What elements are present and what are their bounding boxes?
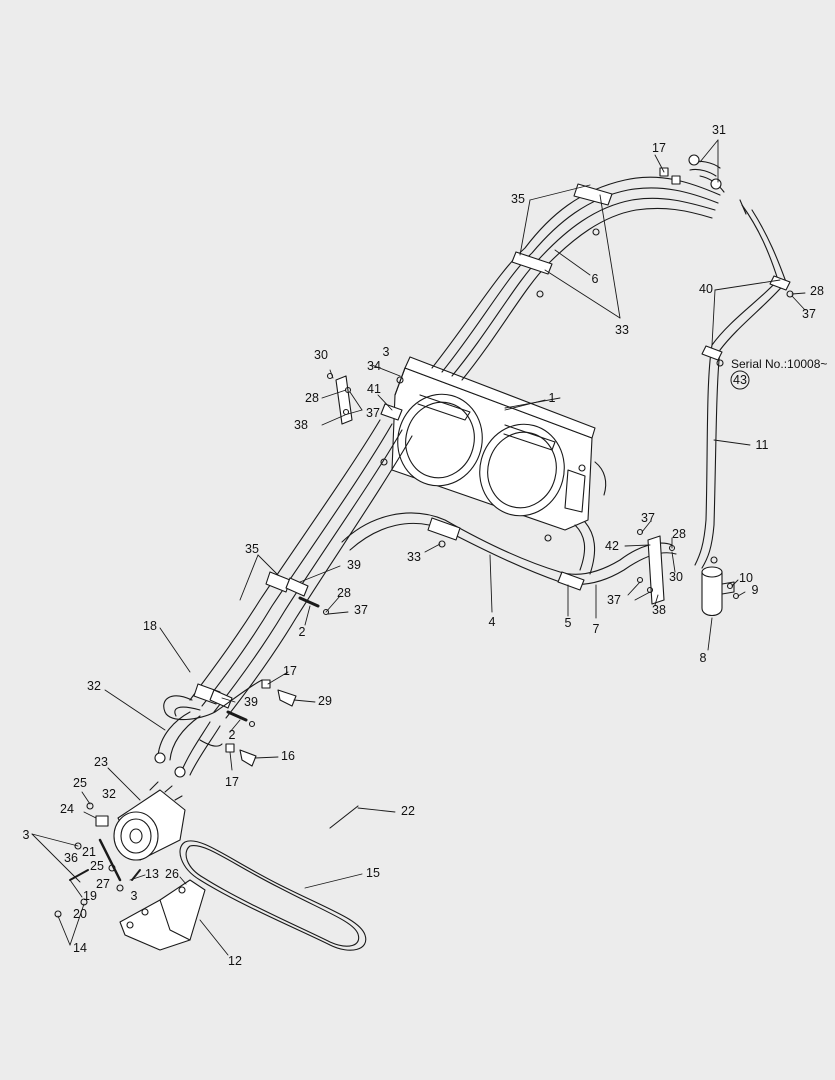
callout-12: 12 <box>228 954 242 968</box>
callout-23: 23 <box>94 755 108 769</box>
serial-ref-circle <box>730 370 750 390</box>
callout-7: 7 <box>593 622 600 636</box>
callout-28: 28 <box>337 586 351 600</box>
lower-hose-bundle <box>155 420 412 777</box>
callout-33: 33 <box>615 323 629 337</box>
callout-37: 37 <box>641 511 655 525</box>
bracket-right <box>638 530 675 605</box>
drawing-parts <box>32 140 805 955</box>
callout-38: 38 <box>294 418 308 432</box>
callout-27: 27 <box>96 877 110 891</box>
serial-number-note: Serial No.:10008~ <box>731 357 827 371</box>
callout-1: 1 <box>549 391 556 405</box>
upper-hose-bundle <box>432 177 720 380</box>
middle-hoses <box>342 462 676 590</box>
callout-29: 29 <box>318 694 332 708</box>
callout-26: 26 <box>165 867 179 881</box>
callout-28: 28 <box>305 391 319 405</box>
callout-41: 41 <box>367 382 381 396</box>
callout-17: 17 <box>652 141 666 155</box>
callout-9: 9 <box>752 583 759 597</box>
callout-8: 8 <box>700 651 707 665</box>
top-fittings <box>660 155 746 214</box>
receiver-dryer <box>702 557 739 616</box>
callout-38: 38 <box>652 603 666 617</box>
callout-39: 39 <box>347 558 361 572</box>
callout-34: 34 <box>367 359 381 373</box>
callout-25: 25 <box>90 859 104 873</box>
callout-19: 19 <box>83 889 97 903</box>
callout-16: 16 <box>281 749 295 763</box>
callout-22: 22 <box>401 804 415 818</box>
compressor-bracket <box>55 803 205 950</box>
serial-ref-number: 43 <box>733 373 747 387</box>
callout-20: 20 <box>73 907 87 921</box>
callout-11: 11 <box>756 438 769 452</box>
callout-17: 17 <box>225 775 239 789</box>
cable-tie <box>330 806 358 828</box>
callout-2: 2 <box>299 625 306 639</box>
callout-30: 30 <box>314 348 328 362</box>
callout-35: 35 <box>245 542 259 556</box>
callout-17: 17 <box>283 664 297 678</box>
callout-10: 10 <box>739 571 753 585</box>
callout-28: 28 <box>672 527 686 541</box>
callout-3: 3 <box>383 345 390 359</box>
callout-6: 6 <box>592 272 599 286</box>
callout-4: 4 <box>489 615 496 629</box>
callout-31: 31 <box>712 123 726 137</box>
callout-3: 3 <box>131 889 138 903</box>
callout-3: 3 <box>23 828 30 842</box>
callout-5: 5 <box>565 616 572 630</box>
callout-2: 2 <box>229 728 236 742</box>
callout-15: 15 <box>366 866 380 880</box>
condenser-fan-unit <box>381 357 595 541</box>
callout-37: 37 <box>607 593 621 607</box>
v-belt <box>180 841 366 950</box>
callout-33: 33 <box>407 550 421 564</box>
callout-21: 21 <box>82 845 96 859</box>
callout-24: 24 <box>60 802 74 816</box>
callout-37: 37 <box>802 307 816 321</box>
callout-14: 14 <box>73 941 87 955</box>
bracket-upper-left <box>328 374 404 425</box>
callout-36: 36 <box>64 851 78 865</box>
compressor <box>114 782 185 860</box>
callout-37: 37 <box>366 406 380 420</box>
callout-35: 35 <box>511 192 525 206</box>
callout-32: 32 <box>87 679 101 693</box>
callout-28: 28 <box>810 284 824 298</box>
callout-30: 30 <box>669 570 683 584</box>
callout-37: 37 <box>354 603 368 617</box>
leader-lines <box>32 140 805 955</box>
callout-32: 32 <box>102 787 116 801</box>
callout-40: 40 <box>699 282 713 296</box>
callout-18: 18 <box>143 619 157 633</box>
callout-13: 13 <box>145 867 159 881</box>
callout-42: 42 <box>605 539 619 553</box>
callout-25: 25 <box>73 776 87 790</box>
callout-39: 39 <box>244 695 258 709</box>
